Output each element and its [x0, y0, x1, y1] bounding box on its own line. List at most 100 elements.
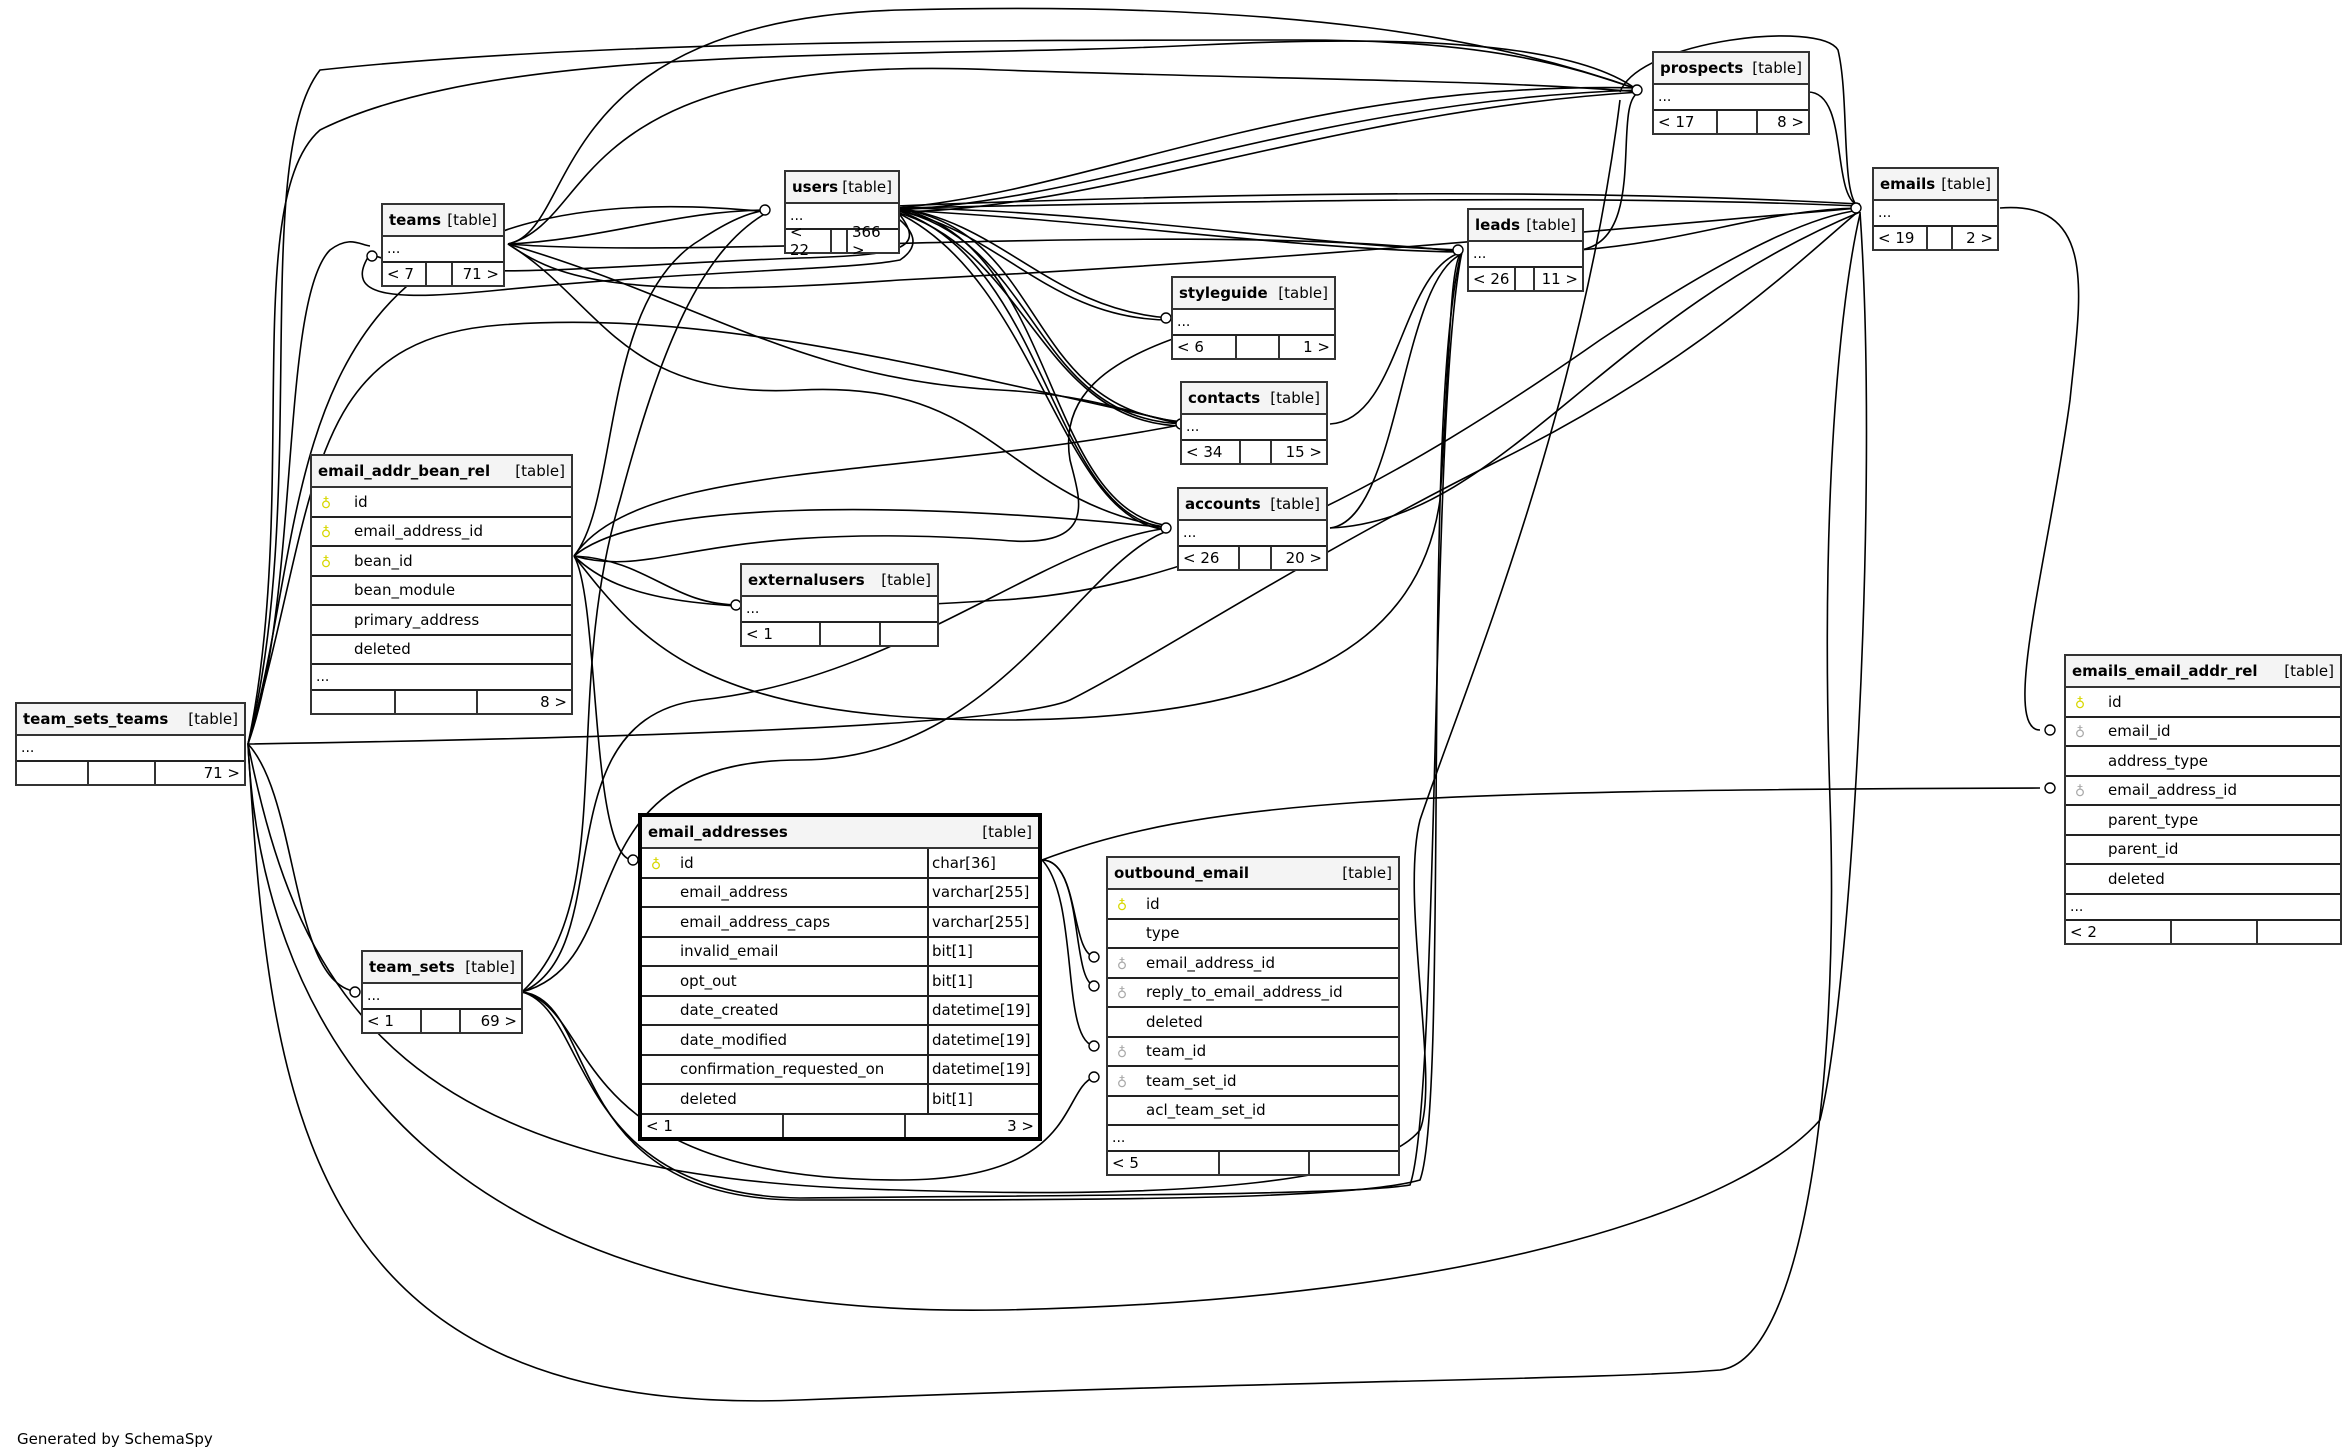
children-count[interactable]: 2 >: [1951, 227, 1997, 249]
parents-count[interactable]: < 1: [646, 1116, 673, 1135]
children-count[interactable]: 11 >: [1533, 268, 1582, 290]
table-team_sets_teams[interactable]: team_sets_teams[table] ... 71 >: [15, 702, 246, 786]
column-row[interactable]: ♀reply_to_email_address_id: [1108, 979, 1398, 1008]
table-name[interactable]: emails_email_addr_rel: [2072, 662, 2258, 680]
primary-key-icon: ♀: [1116, 895, 1128, 912]
edge-tst-emails-c: [247, 211, 1868, 1311]
edge-ea-outbound-reply: [1041, 859, 1097, 987]
children-count[interactable]: 69 >: [459, 1010, 521, 1032]
table-name[interactable]: team_sets: [369, 958, 455, 976]
table-emails_email_addr_rel[interactable]: emails_email_addr_rel[table] ♀id♀email_i…: [2064, 654, 2342, 945]
column-row[interactable]: parent_type: [2066, 806, 2340, 836]
column-row[interactable]: ♀team_id: [1108, 1038, 1398, 1067]
column-row[interactable]: deleted: [312, 636, 571, 665]
children-count[interactable]: 366 >: [846, 223, 898, 259]
children-count[interactable]: 1 >: [1278, 336, 1334, 358]
parents-count[interactable]: < 2: [2070, 922, 2097, 941]
column-name: invalid_email: [680, 942, 779, 961]
column-row[interactable]: ♀email_address_id: [1108, 949, 1398, 979]
table-name[interactable]: team_sets_teams: [23, 710, 169, 728]
table-name[interactable]: outbound_email: [1114, 864, 1249, 882]
column-row[interactable]: deleted: [1108, 1008, 1398, 1038]
column-row[interactable]: acl_team_set_id: [1108, 1097, 1398, 1126]
column-name: bean_module: [354, 581, 456, 600]
table-name[interactable]: email_addresses: [648, 823, 788, 841]
children-count[interactable]: 8 >: [1756, 111, 1808, 133]
children-count[interactable]: 20 >: [1270, 547, 1326, 569]
table-name[interactable]: contacts: [1188, 389, 1261, 407]
parents-count[interactable]: < 22: [790, 223, 810, 259]
edge-eabr-contacts: [573, 423, 1186, 557]
parents-count[interactable]: < 1: [367, 1012, 394, 1030]
parents-count[interactable]: < 5: [1112, 1154, 1139, 1172]
column-row[interactable]: ♀bean_id: [312, 547, 571, 577]
table-externalusers[interactable]: externalusers[table] ... < 1: [740, 563, 939, 647]
table-name[interactable]: externalusers: [748, 571, 865, 589]
parents-count[interactable]: < 17: [1658, 113, 1695, 131]
parents-count[interactable]: < 26: [1183, 549, 1220, 567]
table-email_addr_bean_rel[interactable]: email_addr_bean_rel[table] ♀id♀email_add…: [310, 454, 573, 715]
table-name[interactable]: leads: [1475, 216, 1521, 234]
edge-contacts-leads: [1329, 251, 1463, 425]
edge-users-emails-a: [895, 192, 1861, 207]
edge-teams-accounts: [507, 243, 1171, 529]
column-row[interactable]: ♀email_id: [2066, 718, 2340, 747]
children-count[interactable]: 8 >: [476, 691, 571, 713]
edge-marker: [2044, 782, 2056, 794]
table-name[interactable]: styleguide: [1179, 284, 1268, 302]
children-count[interactable]: 15 >: [1270, 441, 1326, 463]
table-name[interactable]: prospects: [1660, 59, 1744, 77]
column-row[interactable]: ♀email_address_id: [2066, 777, 2340, 806]
column-row[interactable]: ♀id: [1108, 890, 1398, 920]
column-row[interactable]: ♀team_set_id: [1108, 1067, 1398, 1097]
parents-count[interactable]: < 34: [1186, 443, 1223, 461]
table-name[interactable]: emails: [1880, 175, 1936, 193]
parents-count[interactable]: < 26: [1473, 270, 1510, 288]
column-row[interactable]: address_type: [2066, 747, 2340, 777]
edge-eabr-email_addresses: [573, 555, 634, 861]
table-name[interactable]: accounts: [1185, 495, 1261, 513]
parents-count[interactable]: < 1: [746, 625, 773, 643]
table-tag: [table]: [881, 571, 931, 589]
column-row[interactable]: ♀id: [2066, 688, 2340, 718]
children-count[interactable]: 71 >: [154, 762, 244, 784]
parents-count[interactable]: < 19: [1878, 229, 1915, 247]
parents-count[interactable]: < 7: [387, 265, 414, 283]
column-row[interactable]: deleted: [2066, 865, 2340, 895]
children-count[interactable]: 71 >: [451, 263, 503, 285]
parents-count[interactable]: < 6: [1177, 338, 1204, 356]
column-row[interactable]: type: [1108, 920, 1398, 949]
table-name[interactable]: teams: [389, 211, 442, 229]
column-row[interactable]: parent_id: [2066, 836, 2340, 865]
edge-tst-prospects: [247, 40, 1641, 745]
column-row[interactable]: ♀id: [312, 488, 571, 518]
children-count[interactable]: 3 >: [904, 1114, 1038, 1137]
foreign-key-icon: ♀: [1116, 984, 1128, 1001]
table-name[interactable]: email_addr_bean_rel: [318, 462, 491, 480]
column-row[interactable]: ♀email_address_id: [312, 518, 571, 547]
column-row[interactable]: primary_address: [312, 606, 571, 636]
table-name[interactable]: users: [792, 178, 839, 196]
column-row[interactable]: bean_module: [312, 577, 571, 606]
